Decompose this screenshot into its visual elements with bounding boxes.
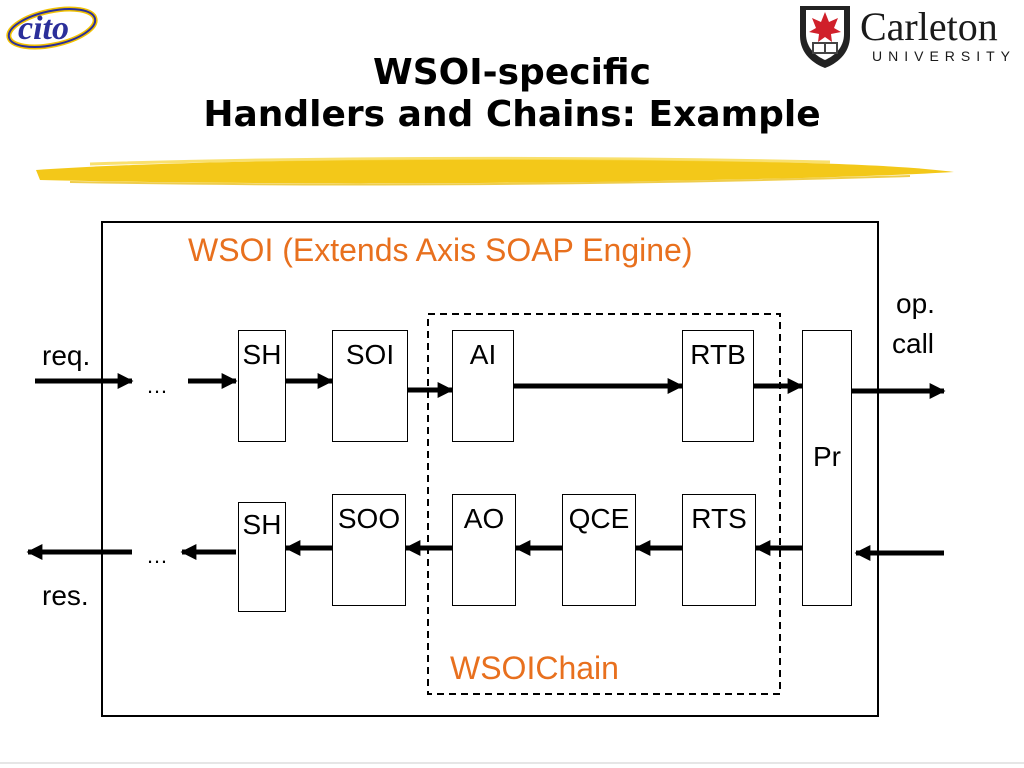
handler-label: QCE xyxy=(568,503,630,534)
op-call-label-2: call xyxy=(892,328,935,359)
handler-rts: RTS xyxy=(682,494,756,606)
carleton-name: Carleton xyxy=(860,4,998,49)
handler-label: RTB xyxy=(690,339,746,370)
wsoichain-container xyxy=(427,313,781,695)
handler-sh-request: SH xyxy=(238,330,286,442)
carleton-crest-icon xyxy=(800,6,850,68)
handler-label: SOI xyxy=(345,339,395,370)
handler-ai: AI xyxy=(452,330,514,442)
footer-divider xyxy=(0,762,1024,764)
slide-title: WSOI-specific Handlers and Chains: Examp… xyxy=(0,52,1024,136)
op-call-label-1: op. xyxy=(896,288,935,319)
pivot-handler-pr: Pr xyxy=(802,330,852,606)
carleton-subtitle: UNIVERSITY xyxy=(872,48,1017,64)
handler-label: SOO xyxy=(337,503,401,534)
handler-label: SH xyxy=(242,339,282,370)
ellipsis-bottom: … xyxy=(146,543,168,568)
req-label: req. xyxy=(42,340,91,371)
cito-logo: cito xyxy=(4,4,100,54)
handler-label: AI xyxy=(469,339,497,370)
handler-sh-response: SH xyxy=(238,502,286,612)
wsoi-container xyxy=(101,221,879,717)
res-label: res. xyxy=(42,580,89,611)
handler-soi: SOI xyxy=(332,330,408,442)
title-line-1: WSOI-specific xyxy=(373,52,651,93)
handler-qce: QCE xyxy=(562,494,636,606)
handler-ao: AO xyxy=(452,494,516,606)
handler-label: AO xyxy=(463,503,505,534)
ellipsis-top: … xyxy=(146,373,168,398)
cito-logo-text: cito xyxy=(18,10,69,47)
title-line-2: Handlers and Chains: Example xyxy=(203,94,821,135)
handler-soo: SOO xyxy=(332,494,406,606)
wsoi-container-label: WSOI (Extends Axis SOAP Engine) xyxy=(188,232,693,268)
handler-label: SH xyxy=(242,509,282,540)
handler-label: RTS xyxy=(691,503,747,534)
handler-rtb: RTB xyxy=(682,330,754,442)
wsoichain-label: WSOIChain xyxy=(450,650,619,686)
pivot-label: Pr xyxy=(813,441,841,472)
highlighter-stroke xyxy=(36,156,954,186)
carleton-logo: Carleton UNIVERSITY xyxy=(796,2,1022,74)
